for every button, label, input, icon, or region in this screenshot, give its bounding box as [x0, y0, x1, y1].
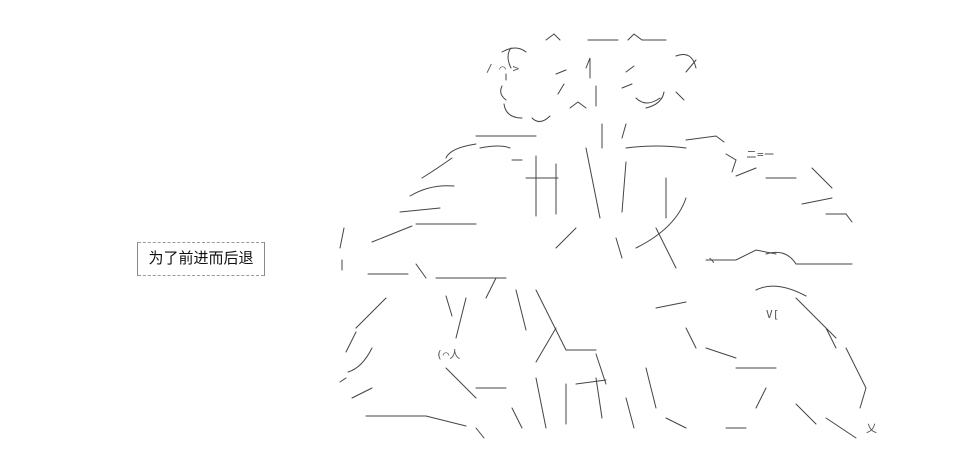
ascii-art-figure: / ⌒ > ニ=ー ヽ (⌒人 V[ 乂	[326, 28, 966, 448]
caption-box: 为了前进而后退	[137, 242, 265, 276]
ascii-art-drawing: / ⌒ > ニ=ー ヽ (⌒人 V[ 乂	[339, 33, 877, 439]
torso-lines	[535, 147, 687, 269]
art-glyph-3: ヽ	[706, 254, 717, 267]
art-glyph-4: (⌒人	[436, 348, 460, 361]
art-glyph-5: V[	[766, 308, 779, 321]
right-shoulder	[625, 135, 853, 223]
hair-outline	[500, 33, 697, 122]
left-shoulder	[371, 135, 559, 243]
art-glyph-1: / ⌒ >	[486, 62, 519, 75]
right-robes	[655, 301, 817, 429]
caption-text: 为了前进而后退	[148, 249, 254, 267]
right-arm	[705, 249, 867, 439]
left-arm	[339, 227, 507, 439]
face-lines	[555, 57, 661, 149]
center-robes	[445, 277, 607, 385]
lower-robes	[445, 367, 657, 429]
art-glyph-6: 乂	[866, 422, 877, 435]
art-glyph-2: ニ=ー	[746, 148, 775, 161]
